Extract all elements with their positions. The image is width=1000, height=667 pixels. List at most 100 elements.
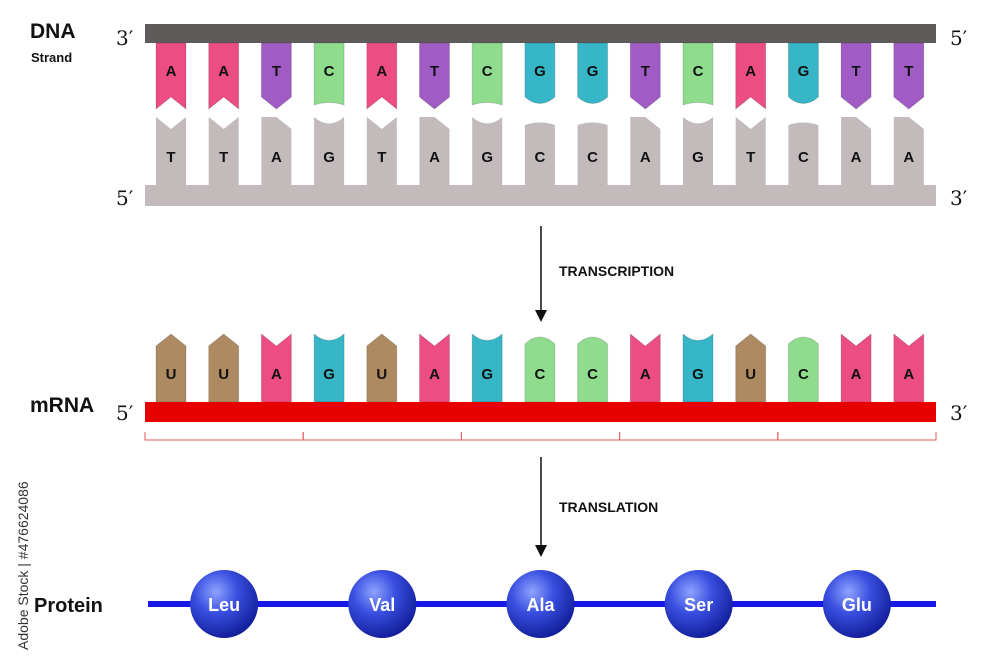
dna-top-base: G	[524, 42, 556, 104]
dna-top-base-shape	[366, 42, 398, 111]
dna-bottom-base-letter: T	[746, 149, 755, 166]
dna-bottom-base-letter: C	[534, 149, 545, 166]
dna-top-base: A	[366, 42, 398, 111]
mrna-base-letter: G	[692, 366, 704, 383]
dna-top-base-shape	[313, 42, 345, 106]
mrna-base-shape	[260, 332, 292, 403]
amino-acid-sphere	[664, 570, 733, 638]
mrna-base-letter: U	[745, 366, 756, 383]
dna-top-base-shape	[419, 42, 450, 110]
mrna-base: A	[260, 332, 292, 403]
mrna-base-letter: G	[323, 366, 335, 383]
dna-bottom-base-shape	[472, 117, 503, 185]
dna-top-base-shape	[840, 42, 872, 110]
mrna-base-shape	[787, 336, 819, 403]
mrna-base-letter: U	[166, 366, 177, 383]
mrna-base: C	[524, 336, 556, 403]
mrna-base-letter: C	[798, 366, 809, 383]
mrna-base-letter: A	[429, 366, 440, 383]
dna-bottom-base: C	[524, 117, 555, 185]
mrna-base-shape	[155, 333, 187, 403]
dna-top-base: A	[208, 42, 240, 111]
amino-acid-sphere	[822, 570, 891, 638]
dna-bottom-base-shape	[893, 117, 924, 185]
dna-bottom-base-letter: G	[481, 149, 493, 166]
mrna-base-shape	[735, 333, 767, 403]
dna-bottom-base-letter: C	[798, 149, 809, 166]
dna-top-base-letter: T	[904, 63, 913, 80]
amino-acid: Leu	[190, 570, 259, 638]
transcription-label: TRANSCRIPTION	[559, 263, 674, 279]
mrna-base-letter: A	[851, 366, 862, 383]
dna-bottom-base-letter: A	[429, 149, 440, 166]
mrna-base-letter: A	[271, 366, 282, 383]
mrna-base-shape	[840, 332, 872, 403]
mrna-base-letter: A	[903, 366, 914, 383]
amino-acid-sphere	[348, 570, 417, 638]
mrna-base-shape	[524, 336, 556, 403]
amino-acid: Val	[348, 570, 417, 638]
dna-bottom-base-letter: T	[166, 149, 175, 166]
dna-bottom-base: A	[630, 117, 661, 185]
mrna-base-shape	[313, 332, 345, 403]
mrna-base: U	[208, 333, 240, 403]
dna-bottom-base-letter: G	[323, 149, 335, 166]
dna-top-base: C	[682, 42, 714, 106]
mrna-base: A	[629, 332, 661, 403]
dna-bottom-base: T	[366, 117, 397, 185]
dna-bottom-base: T	[208, 117, 239, 185]
amino-acid-label: Ala	[526, 595, 555, 615]
mrna-base-letter: U	[376, 366, 387, 383]
mrna-base: G	[471, 332, 503, 403]
codon-bracket	[460, 432, 621, 441]
mrna-base-shape	[577, 336, 609, 403]
dna-subtitle: Strand	[31, 50, 72, 65]
dna-bottom-base-shape	[156, 117, 186, 185]
dna-top-backbone	[145, 24, 936, 43]
dna-bottom-base-letter: T	[377, 149, 386, 166]
mrna-base-shape	[366, 333, 398, 403]
dna-bottom-base-letter: A	[903, 149, 914, 166]
dna-top-base: A	[735, 42, 767, 111]
mrna-base-shape	[208, 333, 240, 403]
mrna-base-letter: C	[587, 366, 598, 383]
codon-brackets	[144, 432, 937, 441]
dna-bottom-base-letter: T	[219, 149, 228, 166]
mrna-title: mRNA	[30, 394, 94, 417]
dna-bottom-base-shape	[208, 117, 239, 185]
dna-bottom-base-shape	[419, 117, 450, 185]
dna-bottom-base: T	[156, 117, 186, 185]
dna-top-base-letter: T	[852, 63, 861, 80]
dna-top-base-letter: A	[376, 63, 387, 80]
amino-acid-sphere	[190, 570, 259, 638]
dna-top-base: G	[787, 42, 819, 104]
dna-title: DNA	[30, 20, 76, 43]
dna-top-base: C	[471, 42, 503, 106]
dna-top-base-letter: T	[272, 63, 281, 80]
dna-top-right-end: 5′	[950, 26, 968, 50]
dna-bottom-base: T	[735, 117, 766, 185]
amino-acid-label: Leu	[208, 595, 240, 615]
dna-bottom-base-shape	[314, 117, 345, 185]
dna-bottom-base-shape	[524, 117, 555, 185]
dna-top-base-shape	[735, 42, 767, 111]
dna-top-base-letter: T	[641, 63, 650, 80]
dna-top-base-shape	[629, 42, 661, 110]
amino-acid: Glu	[822, 570, 891, 638]
dna-bottom-base: A	[419, 117, 450, 185]
mrna-base-shape	[682, 332, 714, 403]
dna-bottom-base-letter: A	[271, 149, 282, 166]
codon-bracket	[144, 432, 304, 441]
dna-top-base: C	[313, 42, 345, 106]
dna-top-base: T	[260, 42, 292, 110]
dna-bottom-base-letter: G	[692, 149, 704, 166]
codon-bracket	[619, 432, 779, 441]
dna-top-base-letter: A	[218, 63, 229, 80]
mrna-base: C	[577, 336, 609, 403]
dna-bottom-base-letter: C	[587, 149, 598, 166]
dna-bottom-base: A	[261, 117, 292, 185]
mrna-base-shape	[893, 332, 925, 403]
amino-acid-label: Glu	[842, 595, 872, 615]
